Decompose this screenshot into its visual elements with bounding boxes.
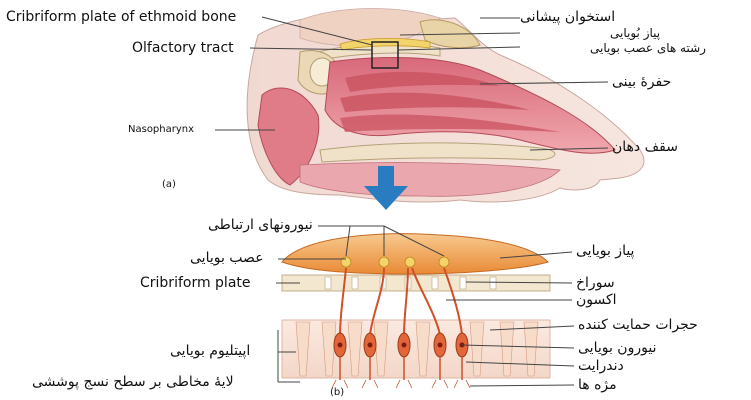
label-nasal-cavity: حفرهٔ بینی — [612, 75, 671, 89]
olfactory-bulb-b — [282, 234, 548, 274]
label-supporting-cells: حجرات حمایت کننده — [578, 318, 698, 332]
cilia — [332, 380, 470, 388]
label-olfactory-bulb-b: پیاز بویایی — [576, 244, 634, 258]
label-cribriform-plate-of-ethmoid: Cribriform plate of ethmoid bone — [6, 10, 236, 24]
label-nasopharynx: Nasopharynx — [128, 125, 194, 135]
label-olfactory-tract: Olfactory tract — [132, 41, 234, 55]
label-olfactory-epithelium: اپیتلیوم بویایی — [170, 344, 250, 358]
label-cilia: مژه ها — [578, 378, 617, 392]
head-cross-section — [247, 8, 644, 202]
panel-label-b: (b) — [330, 388, 344, 398]
label-foramen: سوراخ — [576, 276, 615, 290]
label-cribriform-plate: Cribriform plate — [140, 276, 251, 290]
label-palate: سقف دهان — [612, 140, 678, 154]
label-frontal-bone: استخوان پیشانی — [520, 10, 615, 24]
label-olfactory-bulb-a: پیاز بُویایی — [610, 27, 660, 39]
label-olfactory-nerve-fibers: رشته های عصب بویایی — [590, 42, 706, 54]
label-dendrite: دندرایت — [578, 359, 624, 373]
label-axon: اکسون — [576, 293, 617, 307]
label-relay-neurons: نیورونهای ارتباطی — [208, 218, 313, 232]
panel-label-a: (a) — [162, 180, 176, 190]
label-olfactory-neuron: نیورون بویایی — [578, 341, 656, 355]
label-olfactory-nerve: عصب بویایی — [190, 251, 264, 265]
label-mucus-layer: لایهٔ مخاطی بر سطح نسج پوششی — [32, 375, 234, 389]
